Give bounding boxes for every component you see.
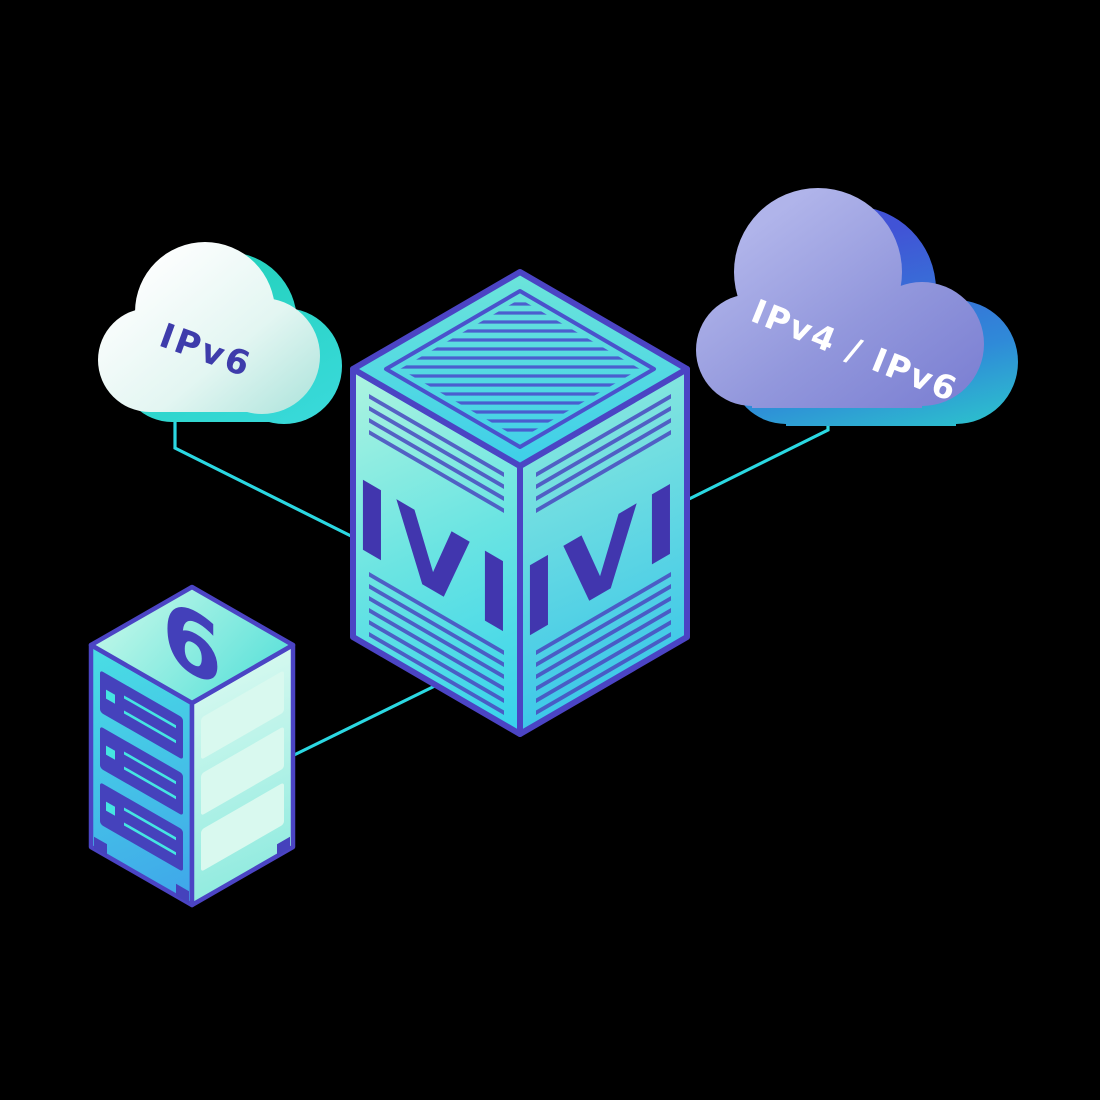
rack-bay-vent-lines [124,695,176,856]
ivi-gateway-box: IVI IVI [350,269,690,737]
rack-bay-leds [106,689,115,816]
dual-stack-cloud: IPv4 / IPv6 [696,188,1018,426]
ipv6-server-rack: 6 [88,576,296,908]
gateway-left-top-stripes [369,394,504,513]
connector-rack-to-gateway [289,679,446,759]
rack-right-bays [201,671,290,871]
gateway-right-top-stripes [536,394,671,513]
rack-left-bays [94,671,189,904]
gateway-right-bottom-stripes [536,572,671,715]
gateway-left-bottom-stripes [369,572,504,715]
rack-foot [94,836,107,857]
dual-stack-cloud-body [696,188,984,408]
gateway-top-face [350,269,690,469]
ipv6-cloud: IPv6 [98,242,342,424]
ipv6-cloud-body [98,242,320,414]
rack-foot [277,836,290,857]
gateway-top-inner-border [384,289,656,449]
rack-foot [176,883,189,904]
rack-top-face [88,584,296,706]
